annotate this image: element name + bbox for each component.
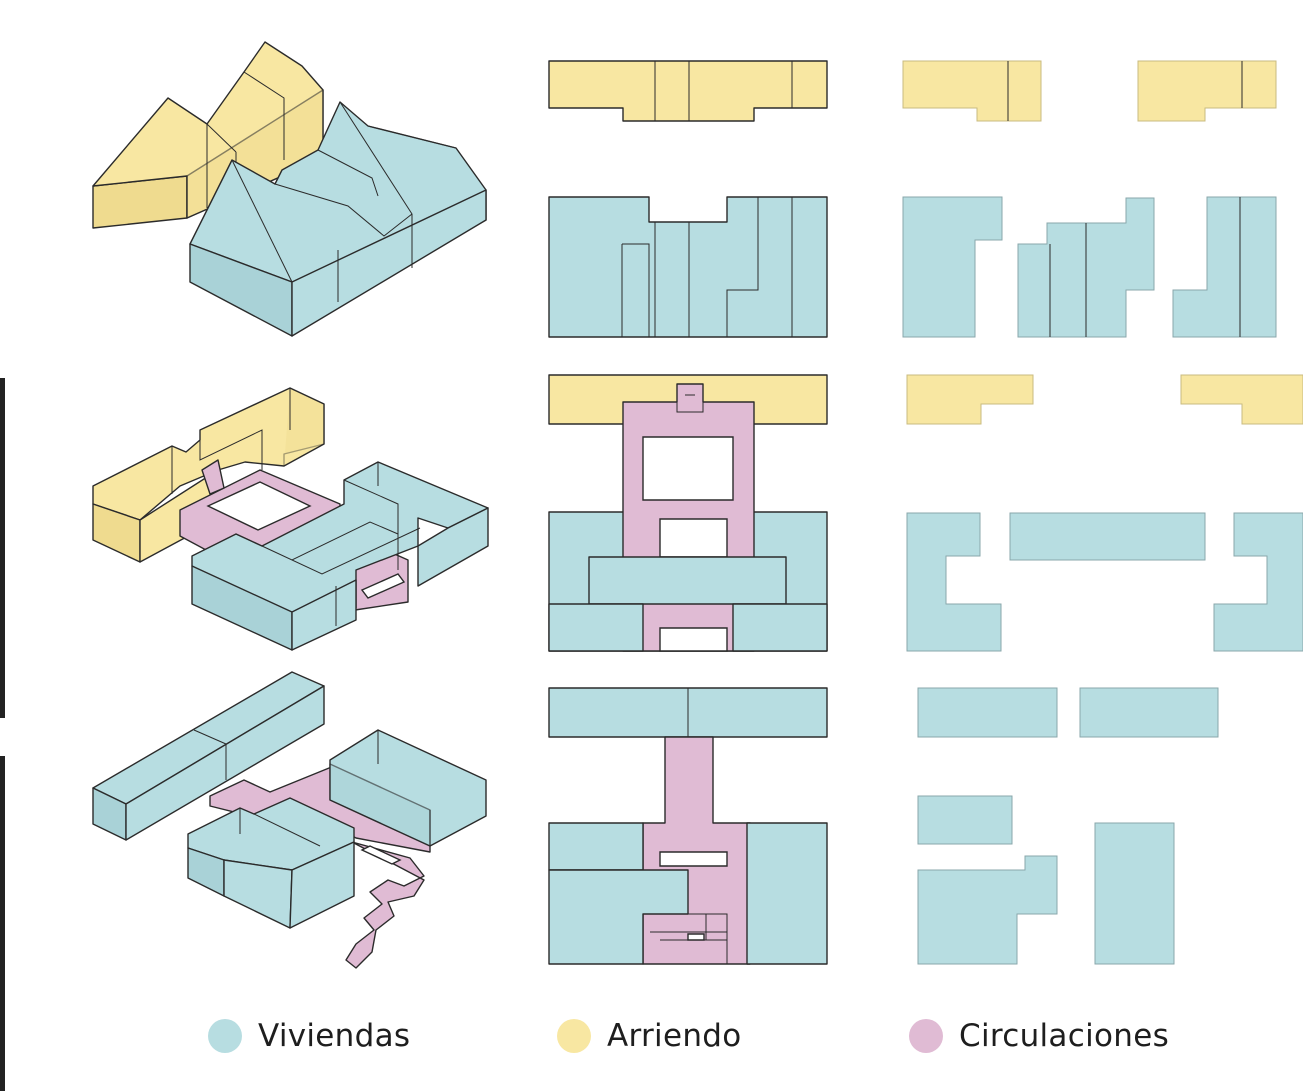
exploded-option-1 (902, 60, 1277, 338)
plan-option-3 (548, 687, 828, 965)
legend-label: Circulaciones (959, 1018, 1170, 1054)
plan-option-1 (548, 60, 828, 338)
exploded-option-2 (906, 374, 1303, 652)
legend-dot-arriendo (557, 1019, 591, 1053)
legend-item-viviendas: Viviendas (208, 1018, 410, 1054)
left-bar-bottom (0, 756, 5, 1091)
legend-item-arriendo: Arriendo (557, 1018, 742, 1054)
axo-option-3 (92, 671, 487, 969)
exploded-option-3 (917, 687, 1219, 965)
legend-item-circulaciones: Circulaciones (909, 1018, 1169, 1054)
axo-option-1 (92, 41, 487, 337)
legend-dot-circulaciones (909, 1019, 943, 1053)
legend-dot-viviendas (208, 1019, 242, 1053)
legend-label: Arriendo (607, 1018, 742, 1054)
legend-label: Viviendas (258, 1018, 411, 1054)
axo-option-2 (92, 387, 489, 651)
left-bar-top (0, 378, 5, 718)
plan-option-2 (548, 374, 828, 652)
legend: Viviendas Arriendo Circulaciones (0, 1018, 1303, 1078)
